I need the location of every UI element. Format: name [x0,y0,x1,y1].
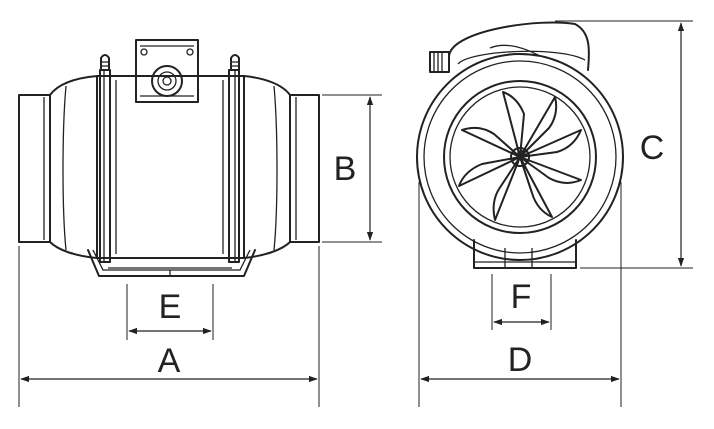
hub [510,147,530,167]
right-spigot [289,94,320,243]
right-shoulder [243,75,291,259]
front-view [416,21,624,269]
left-shoulder [49,75,98,259]
front-foot [473,239,577,269]
outer-casing-ring [416,53,624,261]
fan-body [96,75,245,259]
left-clamp-screw [100,54,110,71]
dimension-label-c: C [640,129,665,167]
left-clamp-band [99,69,111,263]
dimension-label-b: B [334,150,357,188]
side-view [18,39,320,277]
dimension-lines [18,20,693,407]
left-spigot [18,94,51,243]
front-terminal-housing [448,21,590,71]
right-clamp-band [228,69,240,263]
dimension-label-d: D [508,341,533,379]
dimension-label-a: A [158,342,181,380]
mounting-bracket [87,249,256,277]
inner-duct-ring [443,80,597,234]
terminal-box [135,39,199,103]
front-cable-gland [429,51,450,73]
impeller [458,91,582,221]
dimension-label-f: F [511,278,532,316]
right-clamp-screw [230,54,240,71]
cable-gland [151,65,183,97]
dimension-label-e: E [159,288,182,326]
